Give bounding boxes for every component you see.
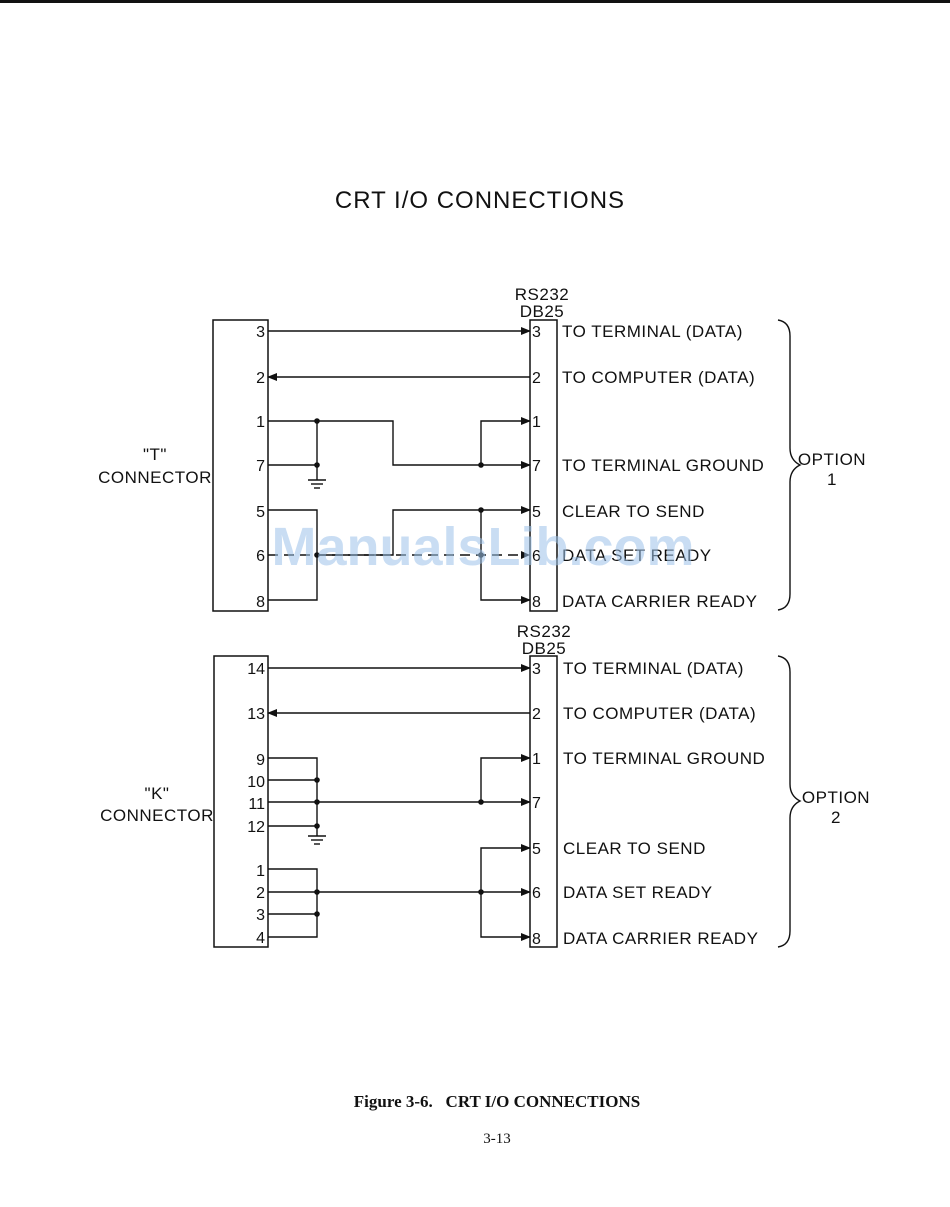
k-pin-2: 2 (256, 885, 265, 902)
k-pin-4: 4 (256, 930, 265, 947)
option1-header-db25: DB25 (520, 302, 565, 321)
o1-signal-data-carrier-ready: DATA CARRIER READY (562, 592, 757, 611)
o2-db25-pin-8: 8 (532, 931, 541, 948)
o2-db25-pin-1: 1 (532, 751, 541, 768)
k-connector-label-2: CONNECTOR (100, 806, 214, 825)
o1-arrowhead-6 (521, 551, 530, 559)
o2-signal-to-terminal-ground: TO TERMINAL GROUND (563, 749, 765, 768)
option1-number: 1 (827, 470, 837, 489)
t-pin-6: 6 (256, 548, 265, 565)
o1-db25-pin-5: 5 (532, 504, 541, 521)
option1-label: OPTION (798, 450, 866, 469)
t-pin-7: 7 (256, 458, 265, 475)
o2-junction-dot (478, 799, 484, 805)
o2-junction-dot (314, 777, 320, 783)
k-pin-1: 1 (256, 863, 265, 880)
o1-db25-pin-2: 2 (532, 370, 541, 387)
o1-signal-to-terminal-ground: TO TERMINAL GROUND (562, 456, 764, 475)
o1-junction-dot (478, 507, 484, 513)
k-pin-9: 9 (256, 752, 265, 769)
option2-group: RS232 DB25 "K" CONNECTOR 14 13 9 10 11 1… (100, 622, 870, 948)
o2-junction-dot (314, 911, 320, 917)
option2-label: OPTION (802, 788, 870, 807)
o2-junction-dot (478, 889, 484, 895)
k-connector-label: "K" (145, 784, 170, 803)
k-pin-12: 12 (247, 819, 265, 836)
t-pin-1: 1 (256, 414, 265, 431)
t-pin-8: 8 (256, 594, 265, 611)
o1-wire-ground-cross (317, 420, 531, 469)
o1-wire-ground-to-1 (480, 417, 531, 465)
o1-db25-pin-3: 3 (532, 324, 541, 341)
o1-junction-dot (478, 552, 484, 558)
t-pin-3: 3 (256, 324, 265, 341)
t-connector-label-2: CONNECTOR (98, 468, 212, 487)
k-pin-11: 11 (248, 796, 265, 813)
o2-signal-to-terminal-data: TO TERMINAL (DATA) (563, 659, 744, 678)
o1-db25-pin-6: 6 (532, 548, 541, 565)
option1-header-rs232: RS232 (515, 285, 569, 304)
page-number: 3-13 (483, 1131, 511, 1147)
k-pin-13: 13 (247, 706, 265, 723)
o2-db25-pin-5: 5 (532, 841, 541, 858)
o1-signal-clear-to-send: CLEAR TO SEND (562, 502, 705, 521)
ground-icon (308, 835, 326, 845)
k-pin-3: 3 (256, 907, 265, 924)
o1-wire-handshake-to-8 (480, 510, 531, 604)
k-pin-14: 14 (247, 661, 265, 678)
o1-signal-data-set-ready: DATA SET READY (562, 546, 712, 565)
o2-wire-ground-bus (268, 757, 318, 827)
o1-db25-pin-8: 8 (532, 594, 541, 611)
o2-signal-data-set-ready: DATA SET READY (563, 883, 713, 902)
o2-wire-handshake-to-8 (480, 892, 531, 941)
figure-caption: Figure 3-6. CRT I/O CONNECTIONS (354, 1092, 640, 1111)
o2-signal-data-carrier-ready: DATA CARRIER READY (563, 929, 758, 948)
o2-db25-pin-3: 3 (532, 661, 541, 678)
o1-db25-pin-7: 7 (532, 458, 541, 475)
o2-signal-to-computer-data: TO COMPUTER (DATA) (563, 704, 756, 723)
o1-wire-ground-left (268, 420, 318, 466)
o2-junction-dot (314, 823, 320, 829)
t-pin-5: 5 (256, 504, 265, 521)
t-pin-2: 2 (256, 370, 265, 387)
watermark: ManualsLib.com (271, 517, 694, 577)
option1-brace (777, 319, 802, 611)
option2-header-rs232: RS232 (517, 622, 571, 641)
o2-wire-handshake-to-5 (480, 844, 531, 892)
t-connector-label: "T" (143, 445, 167, 464)
o2-signal-clear-to-send: CLEAR TO SEND (563, 839, 706, 858)
o2-db25-pin-7: 7 (532, 795, 541, 812)
option2-number: 2 (831, 808, 841, 827)
ground-icon (308, 479, 326, 489)
o1-signal-to-terminal-data: TO TERMINAL (DATA) (562, 322, 743, 341)
o1-junction-dot (478, 462, 484, 468)
o1-db25-pin-1: 1 (532, 414, 541, 431)
o2-wire-ground-to-1 (480, 754, 531, 802)
o1-signal-to-computer-data: TO COMPUTER (DATA) (562, 368, 755, 387)
diagram-title: CRT I/O CONNECTIONS (335, 187, 625, 214)
o1-wire-handshake-cross (317, 506, 531, 556)
o1-junction-dot (314, 462, 320, 468)
option1-group: RS232 DB25 "T" CONNECTOR 3 2 1 7 5 6 8 3… (98, 285, 866, 612)
option2-brace (777, 655, 802, 948)
o2-wire-handshake-bus (268, 868, 318, 938)
k-pin-10: 10 (247, 774, 265, 791)
option2-header-db25: DB25 (522, 639, 567, 658)
o2-db25-pin-2: 2 (532, 706, 541, 723)
o2-db25-pin-6: 6 (532, 885, 541, 902)
